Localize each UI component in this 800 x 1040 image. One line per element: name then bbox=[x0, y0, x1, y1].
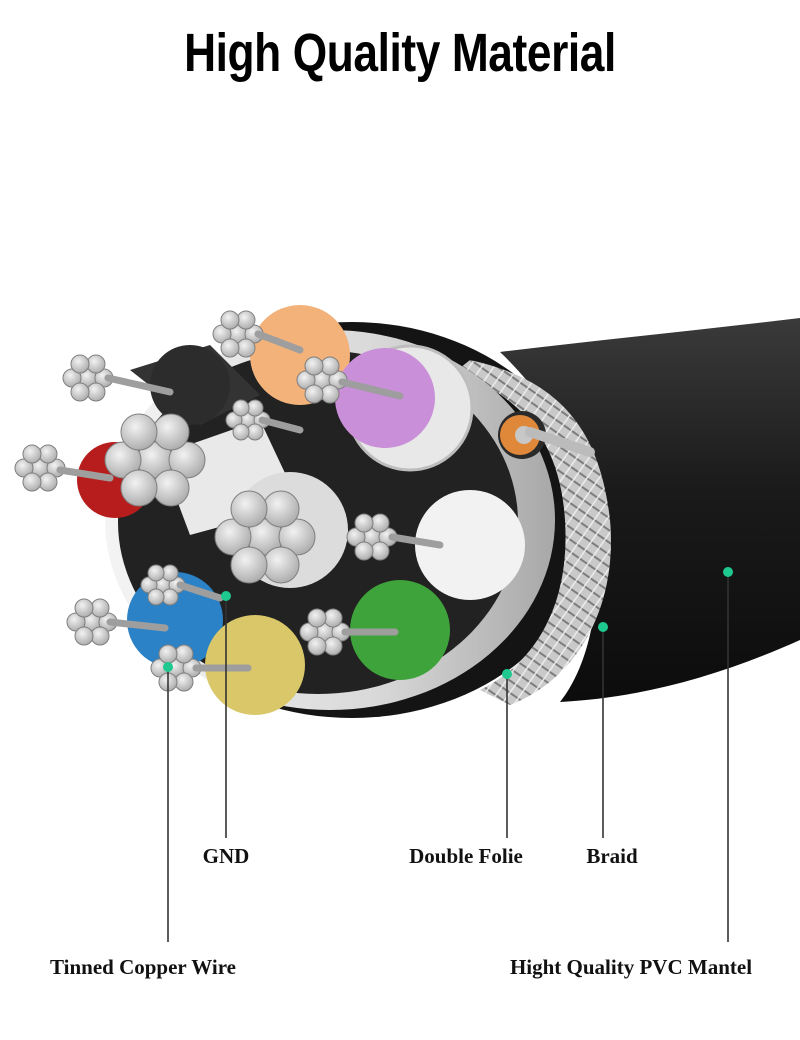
label-tinned-copper-wire: Tinned Copper Wire bbox=[50, 955, 236, 979]
label-gnd: GND bbox=[203, 844, 250, 868]
label-double-folie: Double Folie bbox=[409, 844, 523, 868]
page-title: High Quality Material bbox=[184, 23, 616, 83]
strand-bundles bbox=[14, 310, 398, 692]
marker-tinned-copper bbox=[163, 662, 173, 672]
marker-pvc-mantel bbox=[723, 567, 733, 577]
label-pvc-mantel: Hight Quality PVC Mantel bbox=[510, 955, 752, 979]
marker-braid bbox=[598, 622, 608, 632]
drain-wire bbox=[498, 411, 595, 459]
leader-lines bbox=[167, 572, 729, 942]
label-braid: Braid bbox=[586, 844, 638, 868]
marker-gnd bbox=[221, 591, 231, 601]
marker-double-folie bbox=[502, 669, 512, 679]
marker-dots bbox=[163, 567, 733, 679]
strand-twists bbox=[56, 330, 444, 672]
